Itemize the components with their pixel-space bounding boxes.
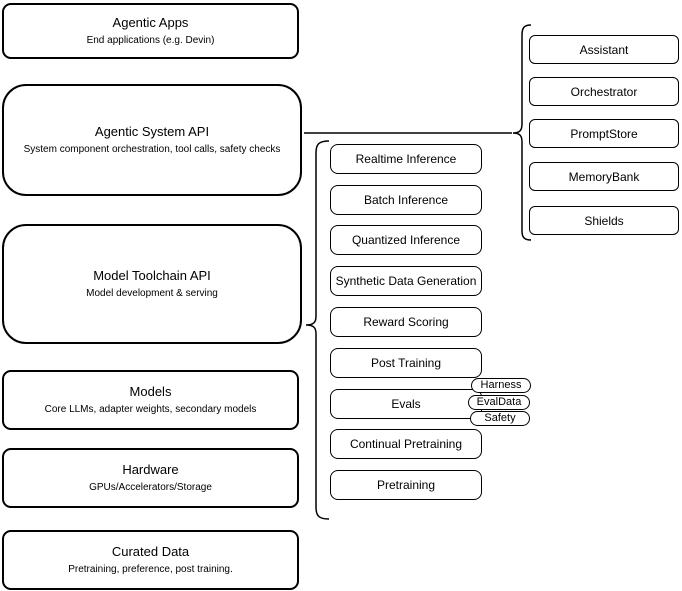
box-subtitle: System component orchestration, tool cal… [23,144,281,155]
pill-harness: Harness [471,378,531,393]
node-shields: Shields [529,206,679,235]
node-batch-inference: Batch Inference [330,185,482,215]
box-title: Models [129,384,172,399]
box-curated-data: Curated Data Pretraining, preference, po… [2,530,299,590]
box-title: Agentic System API [94,124,210,139]
box-title: Agentic Apps [112,15,189,30]
node-label: Pretraining [376,478,436,492]
node-label: Continual Pretraining [349,437,463,451]
box-models: Models Core LLMs, adapter weights, secon… [2,370,299,430]
box-hardware: Hardware GPUs/Accelerators/Storage [2,448,299,508]
pill-label: Harness [480,379,522,391]
node-evals: Evals [330,389,482,419]
box-subtitle: Model development & serving [86,288,218,299]
box-title: Hardware [122,462,179,477]
node-label: Post Training [370,356,442,370]
node-label: Synthetic Data Generation [335,274,477,288]
node-label: Orchestrator [570,84,638,99]
box-agentic-apps: Agentic Apps End applications (e.g. Devi… [2,3,299,59]
node-label: Batch Inference [363,193,449,207]
node-assistant: Assistant [529,35,679,64]
node-label: PromptStore [570,126,638,141]
node-reward-scoring: Reward Scoring [330,307,482,337]
box-model-toolchain-api: Model Toolchain API Model development & … [2,224,302,344]
node-label: Shields [584,213,624,228]
node-label: MemoryBank [568,169,640,184]
pill-evaldata: EvalData [468,395,530,410]
box-agentic-system-api: Agentic System API System component orch… [2,84,302,196]
box-subtitle: End applications (e.g. Devin) [86,35,215,46]
node-memorybank: MemoryBank [529,162,679,191]
node-promptstore: PromptStore [529,119,679,148]
node-synthetic-data-generation: Synthetic Data Generation [330,266,482,296]
node-quantized-inference: Quantized Inference [330,225,482,255]
node-post-training: Post Training [330,348,482,378]
pill-label: EvalData [476,396,522,408]
node-label: Reward Scoring [363,315,449,329]
node-realtime-inference: Realtime Inference [330,144,482,174]
node-pretraining: Pretraining [330,470,482,500]
box-title: Model Toolchain API [93,268,211,283]
toolchain-brace [305,140,330,520]
node-label: Quantized Inference [351,233,461,247]
node-label: Assistant [579,42,629,57]
box-subtitle: Pretraining, preference, post training. [68,564,233,575]
box-subtitle: Core LLMs, adapter weights, secondary mo… [44,404,257,415]
node-label: Evals [391,397,421,411]
pill-safety: Safety [470,411,530,426]
components-brace [512,24,532,241]
pill-label: Safety [484,412,516,424]
box-title: Curated Data [111,544,190,559]
node-continual-pretraining: Continual Pretraining [330,429,482,459]
node-orchestrator: Orchestrator [529,77,679,106]
box-subtitle: GPUs/Accelerators/Storage [89,482,212,493]
node-label: Realtime Inference [355,152,457,166]
